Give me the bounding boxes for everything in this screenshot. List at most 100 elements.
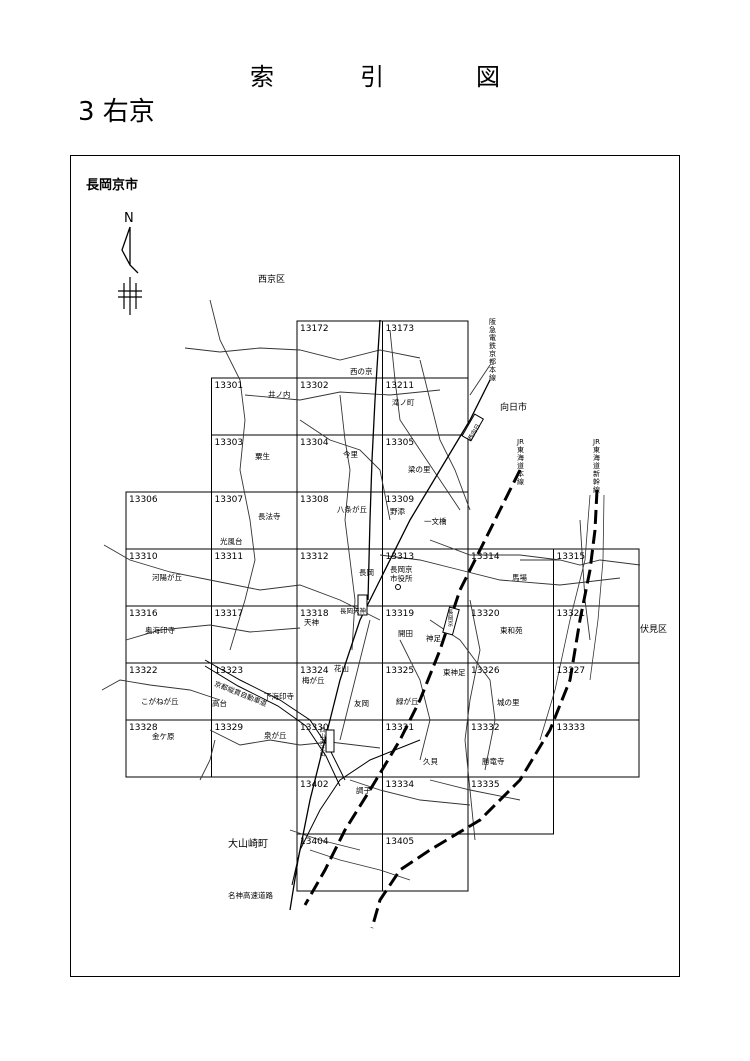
place-cityhall: 長岡京 市役所 <box>390 565 413 583</box>
north-arrow-icon: N <box>118 211 142 315</box>
grid-code-13302: 13302 <box>300 381 329 391</box>
grid-code-13172: 13172 <box>300 324 329 334</box>
region-oyamazaki: 大山崎町 <box>228 839 268 850</box>
place-kugi: 久貝 <box>423 757 438 766</box>
grid-code-13332: 13332 <box>471 723 500 733</box>
place-hanayama: 花山 <box>334 664 349 673</box>
jr-shinkansen-line <box>370 489 599 929</box>
place-kaiden: 開田 <box>398 629 413 638</box>
place-izumigaoka: 泉が丘 <box>264 731 287 740</box>
place-takinomachi: 滝ノ町 <box>392 398 415 407</box>
title-char-1: 索 <box>250 63 274 91</box>
rail-jr-shinkansen: JR東海道新幹線 <box>593 438 600 494</box>
grid-code-13334: 13334 <box>385 780 415 790</box>
grid-code-13312: 13312 <box>300 552 329 562</box>
grid-cell-13335[interactable] <box>467 776 554 835</box>
place-higashiwaen: 東和苑 <box>500 626 523 635</box>
grid-cell-13405[interactable] <box>382 833 469 892</box>
road-network <box>101 299 641 881</box>
jr-tokaido-line <box>303 469 522 906</box>
place-okaiin: 奥海印寺 <box>145 626 175 635</box>
grid-code-13327: 13327 <box>556 666 586 676</box>
place-nagaoka: 長岡 <box>359 568 374 577</box>
grid-code-13322: 13322 <box>129 666 158 676</box>
grid-code-13311: 13311 <box>214 552 244 562</box>
place-awao: 粟生 <box>255 452 270 461</box>
place-umegaoka: 梅が丘 <box>302 676 325 685</box>
place-noe: 野添 <box>390 507 405 516</box>
region-muko: 向日市 <box>500 403 528 413</box>
city-hall-marker <box>395 584 401 590</box>
place-higashikamitari: 東神足 <box>443 668 466 677</box>
place-shoryuji: 勝竜寺 <box>482 757 505 766</box>
grid-code-13173: 13173 <box>385 324 415 334</box>
region-west-kyoto: 西京区 <box>258 275 286 285</box>
grid-code-13319: 13319 <box>385 609 415 619</box>
grid-code-13402: 13402 <box>300 780 329 790</box>
grid-code-13305: 13305 <box>385 438 415 448</box>
place-shironosato: 城の里 <box>497 698 520 707</box>
page-subtitle: 3 右京 <box>78 97 155 127</box>
place-inouchi: 井ノ内 <box>268 390 291 399</box>
grid-code-13318: 13318 <box>300 609 329 619</box>
index-grid <box>125 320 640 892</box>
grid-code-13316: 13316 <box>129 609 158 619</box>
region-fushimi: 伏見区 <box>640 625 668 635</box>
grid-code-13309: 13309 <box>385 495 415 505</box>
place-kanegahara: 金ケ原 <box>152 732 175 741</box>
grid-code-13324: 13324 <box>300 666 329 676</box>
place-shimokaiinji: 下海印寺 <box>264 692 294 701</box>
grid-code-13323: 13323 <box>214 666 244 676</box>
place-hachijo: 八条が丘 <box>337 505 367 514</box>
place-kamitari: 神足 <box>426 634 441 643</box>
place-koganegaoka: こがねが丘 <box>141 697 179 706</box>
rail-jr-tokaido: JR東海道本線 <box>517 438 524 486</box>
grid-code-13328: 13328 <box>129 723 158 733</box>
station-nagaokakyo: 長岡京 <box>447 610 454 628</box>
place-ichimonbashi: 一文橋 <box>424 517 447 526</box>
city-label: 長岡京市 <box>86 178 139 193</box>
grid-code-13301: 13301 <box>214 381 244 391</box>
grid-code-13335: 13335 <box>471 780 500 790</box>
station-nishiyama: 西山天王山 <box>319 728 326 758</box>
map-frame <box>70 155 680 977</box>
title-char-2: 引 <box>360 63 384 91</box>
grid-cell-13333[interactable] <box>553 719 640 778</box>
place-kawarajinka: 河陽が丘 <box>152 573 182 582</box>
grid-code-13326: 13326 <box>471 666 500 676</box>
stations <box>325 413 485 753</box>
title-char-3: 図 <box>476 63 500 91</box>
place-midorigaoka: 緑が丘 <box>396 697 419 706</box>
place-imazato: 今里 <box>343 450 358 459</box>
place-baba: 馬場 <box>512 573 527 582</box>
hankyu-line <box>289 319 491 911</box>
grid-code-13331: 13331 <box>385 723 415 733</box>
grid-code-13325: 13325 <box>385 666 415 676</box>
grid-code-13211: 13211 <box>385 381 415 391</box>
place-nishinokyo: 西の京 <box>350 367 373 376</box>
place-tomooka: 友岡 <box>354 699 369 708</box>
rail-hankyu: 阪急電鉄京都本線 <box>489 318 496 382</box>
place-expressway: 名神高速道路 <box>228 891 273 900</box>
place-takadai: 高台 <box>212 699 227 708</box>
grid-code-13333: 13333 <box>556 723 586 733</box>
north-label: N <box>124 211 134 226</box>
grid-code-13330: 13330 <box>300 723 329 733</box>
grid-code-13303: 13303 <box>214 438 244 448</box>
place-tenjin: 天神 <box>304 618 319 627</box>
place-nagaoka-tenjin: 長岡天神 <box>340 607 366 615</box>
shinkansen-parallel <box>539 494 605 741</box>
place-choshi: 調子 <box>356 786 371 795</box>
grid-code-13320: 13320 <box>471 609 500 619</box>
place-kofudai: 光風台 <box>220 537 243 546</box>
grid-code-13313: 13313 <box>385 552 415 562</box>
grid-code-13321: 13321 <box>556 609 586 619</box>
grid-code-13405: 13405 <box>385 837 415 847</box>
grid-code-13315: 13315 <box>556 552 586 562</box>
grid-code-13310: 13310 <box>129 552 158 562</box>
grid-code-13314: 13314 <box>471 552 500 562</box>
page-title: 索 引 図 <box>250 62 510 96</box>
grid-code-13329: 13329 <box>214 723 244 733</box>
place-yanagi: 梁の里 <box>408 465 431 474</box>
